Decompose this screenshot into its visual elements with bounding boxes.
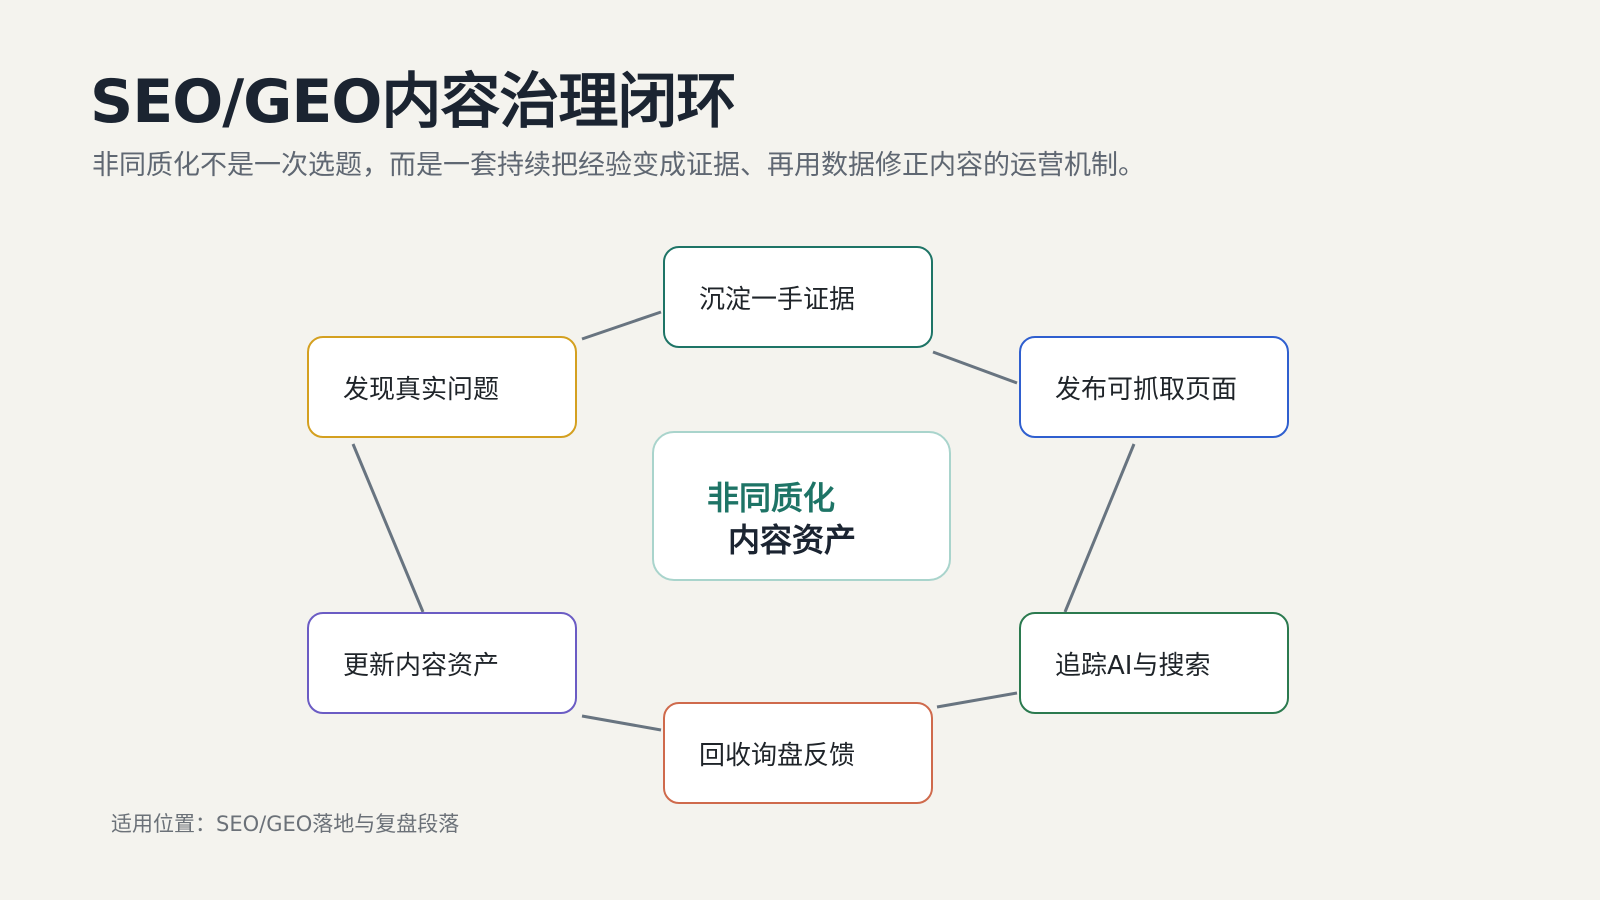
node-publish-label: 发布可抓取页面 [1055, 374, 1238, 405]
node-update-label: 更新内容资产 [343, 650, 500, 681]
node-publish: 发布可抓取页面 [1019, 336, 1289, 438]
center-subtitle: 内容资产 [728, 521, 857, 559]
node-track-label: 追踪AI与搜索 [1055, 650, 1211, 681]
node-track: 追踪AI与搜索 [1019, 612, 1289, 714]
page-subtitle: 非同质化不是一次选题，而是一套持续把经验变成证据、再用数据修正内容的运营机制。 [92, 150, 1145, 181]
node-evidence-label: 沉淀一手证据 [699, 284, 856, 315]
connector-evidence-publish [932, 350, 1018, 385]
connector-publish-track [1063, 443, 1136, 613]
node-discover: 发现真实问题 [307, 336, 577, 438]
center-node: 非同质化 内容资产 [652, 431, 951, 581]
connector-track-feedback [936, 691, 1018, 709]
connector-discover-evidence [581, 310, 662, 341]
node-evidence: 沉淀一手证据 [663, 246, 933, 348]
footnote: 适用位置：SEO/GEO落地与复盘段落 [111, 812, 460, 836]
node-discover-label: 发现真实问题 [343, 374, 500, 405]
connector-feedback-update [581, 714, 662, 732]
page-title: SEO/GEO内容治理闭环 [90, 67, 736, 137]
node-feedback-label: 回收询盘反馈 [699, 740, 856, 771]
node-feedback: 回收询盘反馈 [663, 702, 933, 804]
node-update: 更新内容资产 [307, 612, 577, 714]
connector-update-discover [351, 443, 425, 613]
center-title: 非同质化 [707, 479, 836, 517]
